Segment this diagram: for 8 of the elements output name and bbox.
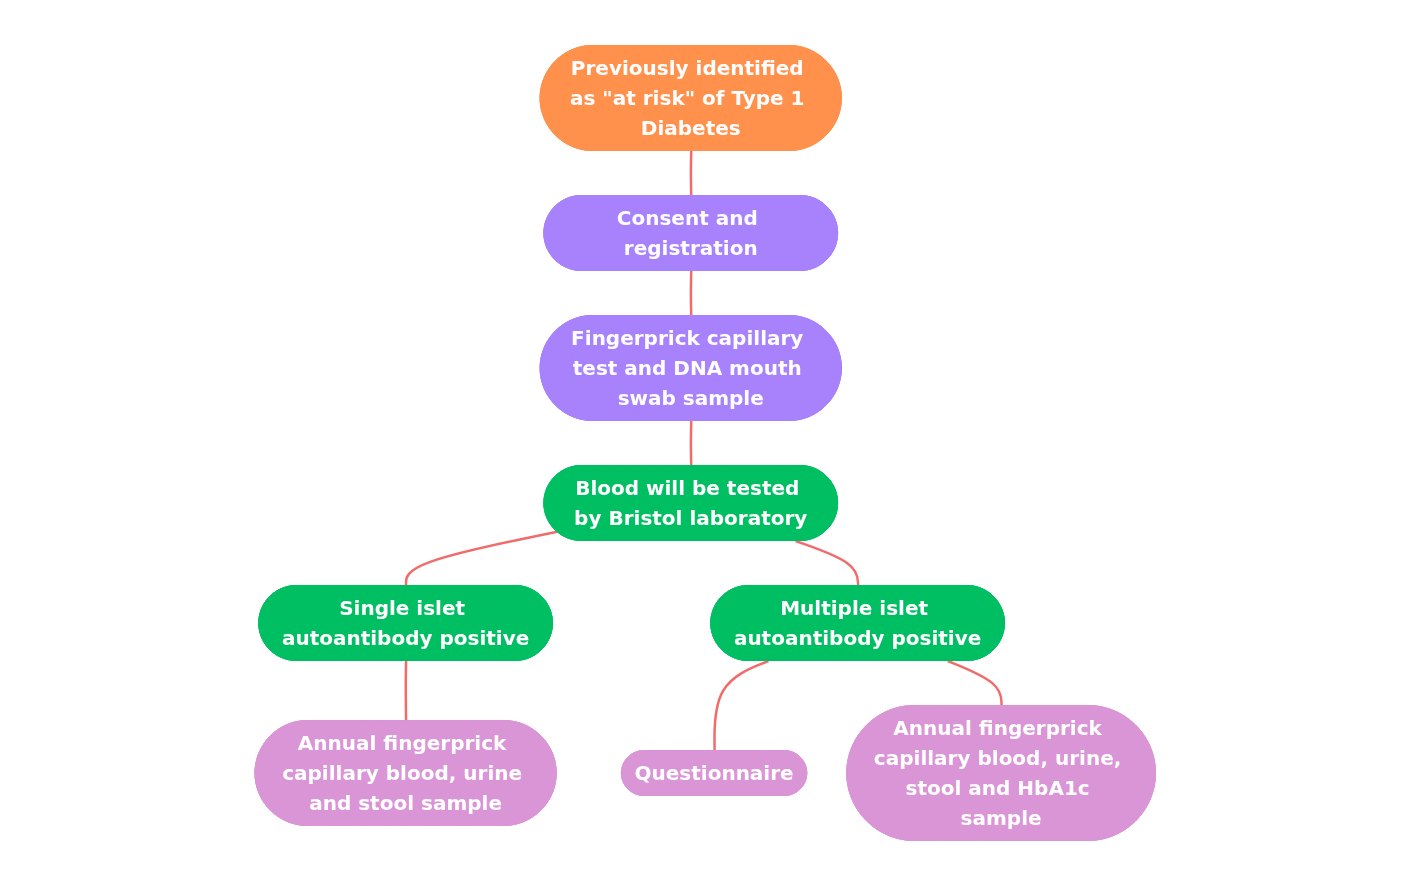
- connector: [947, 659, 1004, 707]
- connector: [405, 530, 558, 587]
- connector: [689, 270, 693, 317]
- connector: [713, 659, 770, 751]
- connector: [689, 420, 693, 467]
- connector: [689, 150, 693, 197]
- connector: [795, 539, 860, 587]
- connector: [404, 660, 408, 721]
